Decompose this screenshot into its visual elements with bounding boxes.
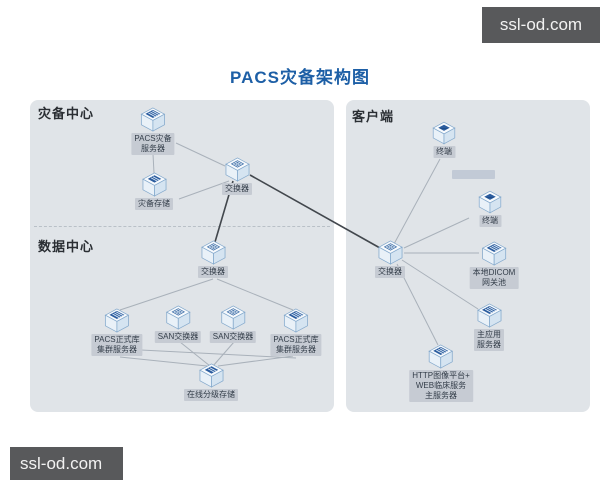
node-label: 灾备存储	[135, 198, 173, 210]
server-icon	[475, 303, 504, 328]
switch-icon	[163, 305, 192, 330]
node-san-switch-1: SAN交换器	[154, 305, 202, 343]
node-label: 主应用 服务器	[474, 329, 504, 351]
switch-icon	[223, 157, 252, 182]
server-icon	[427, 344, 456, 369]
watermark-text: ssl-od.com	[499, 15, 583, 34]
node-pacs-cluster-left: PACS正式库 集群服务器	[91, 308, 143, 356]
node-label: 终端	[479, 215, 501, 227]
node-label: 本地DICOM 网关池	[469, 267, 519, 289]
node-label: SAN交换器	[154, 331, 202, 343]
terminal-icon	[431, 121, 458, 145]
node-label: PACS正式库 集群服务器	[91, 334, 143, 356]
panel-left-datacenters	[30, 100, 334, 412]
node-online-storage: 在线分级存储	[184, 363, 238, 401]
storage-icon	[140, 172, 169, 197]
section-divider-dashed	[34, 226, 330, 227]
storage-icon	[197, 363, 226, 388]
node-terminal-2: 终端	[477, 190, 504, 227]
switch-icon	[376, 240, 405, 265]
watermark-top-right: ssl-od.com	[482, 7, 600, 43]
node-pacs-cluster-right: PACS正式库 集群服务器	[270, 308, 322, 356]
server-icon	[138, 107, 167, 132]
server-icon	[479, 241, 508, 266]
switch-icon	[199, 240, 228, 265]
node-label: HTTP图像平台+ WEB临床服务 主服务器	[409, 370, 473, 402]
node-san-switch-2: SAN交换器	[209, 305, 257, 343]
node-dr-storage: 灾备存储	[135, 172, 173, 210]
node-label: PACS正式库 集群服务器	[270, 334, 322, 356]
node-label: 交换器	[222, 183, 252, 195]
node-dc-switch: 交换器	[198, 240, 228, 278]
node-label: PACS灾备 服务器	[131, 133, 175, 155]
blank-label-box	[452, 170, 495, 179]
node-label: 终端	[433, 146, 455, 158]
node-terminal-1: 终端	[431, 121, 458, 158]
node-pacs-dr-server: PACS灾备 服务器	[131, 107, 175, 155]
node-dicom-gateway: 本地DICOM 网关池	[469, 241, 519, 289]
section-title-data-center: 数据中心	[38, 239, 95, 254]
section-title-client: 客户端	[352, 109, 395, 124]
node-main-app-server: 主应用 服务器	[474, 303, 504, 351]
node-dr-switch: 交换器	[222, 157, 252, 195]
watermark-text: ssl-od.com	[20, 453, 103, 473]
server-icon	[102, 308, 131, 333]
node-label: SAN交换器	[209, 331, 257, 343]
node-label: 交换器	[198, 266, 228, 278]
section-title-dr-center: 灾备中心	[38, 106, 95, 121]
node-http-server: HTTP图像平台+ WEB临床服务 主服务器	[409, 344, 473, 402]
node-label: 在线分级存储	[184, 389, 238, 401]
terminal-icon	[477, 190, 504, 214]
watermark-bottom-left: ssl-od.com	[10, 447, 123, 480]
server-icon	[281, 308, 310, 333]
node-client-switch: 交换器	[375, 240, 405, 278]
node-label: 交换器	[375, 266, 405, 278]
page-title: PACS灾备架构图	[230, 68, 370, 87]
switch-icon	[218, 305, 247, 330]
